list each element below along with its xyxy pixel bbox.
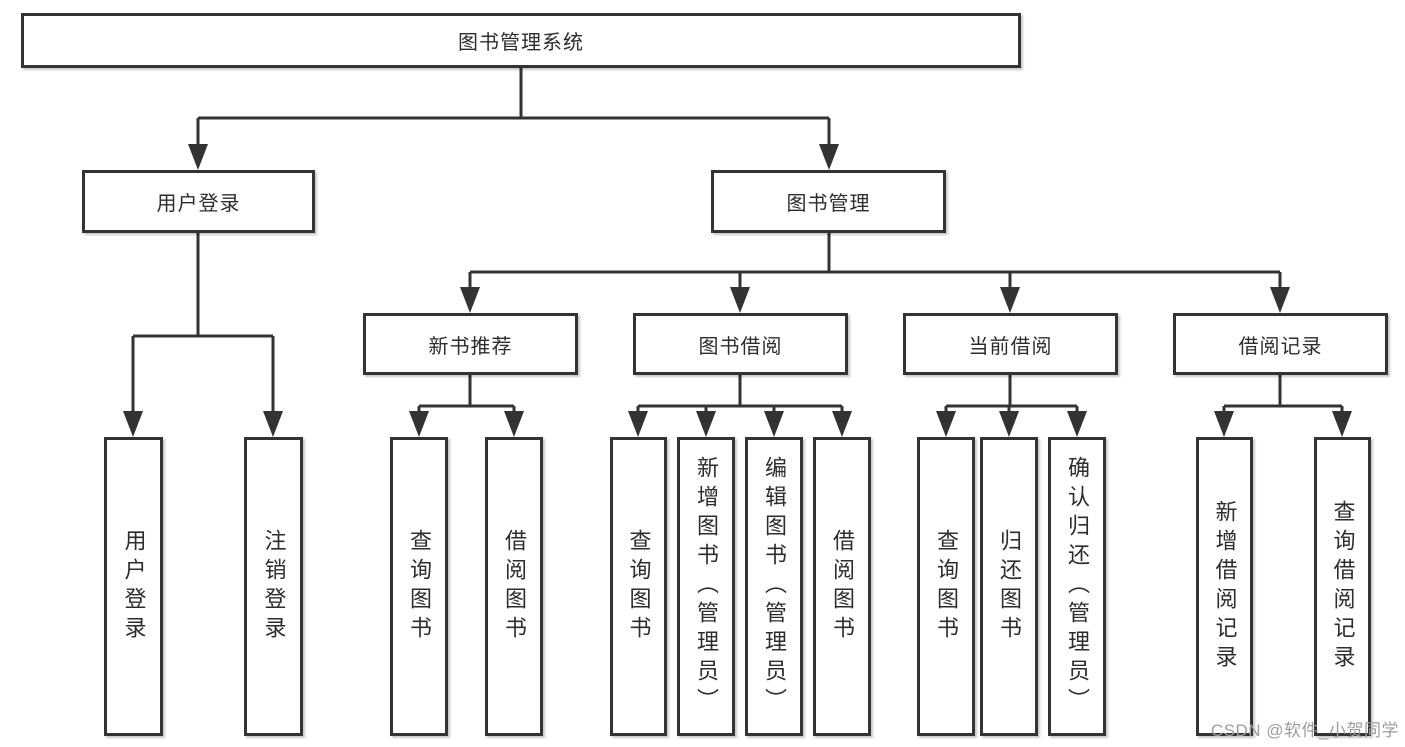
node-label: 图书借阅 <box>698 335 783 358</box>
node-current-borrowing: 当前借阅 <box>903 313 1118 375</box>
node-label: 借阅图书 <box>502 528 527 645</box>
node-label: 确认归还（管理员） <box>1065 456 1090 717</box>
node-label: 用户登录 <box>156 193 241 215</box>
arrow-icon <box>1067 411 1087 437</box>
node-label: 查询图书 <box>407 528 432 645</box>
leaf-borrow-books: 借阅图书 <box>813 437 871 736</box>
leaf-logout: 注销登录 <box>244 437 303 736</box>
arrow-icon <box>999 411 1019 437</box>
leaf-query-books-recommend: 查询图书 <box>390 437 448 736</box>
node-label: 查询图书 <box>934 528 959 645</box>
node-label: 新增图书（管理员） <box>694 456 719 717</box>
arrow-icon <box>123 411 143 437</box>
node-label: 用户登录 <box>121 528 147 645</box>
node-label: 归还图书 <box>997 528 1022 645</box>
leaf-edit-books-admin: 编辑图书（管理员） <box>745 437 803 736</box>
arrow-icon <box>188 144 208 170</box>
arrow-icon <box>1270 287 1290 313</box>
arrow-icon <box>819 144 839 170</box>
arrow-icon <box>263 411 283 437</box>
node-label: 新增借阅记录 <box>1212 499 1238 674</box>
arrow-icon <box>832 411 852 437</box>
arrow-icon <box>460 287 480 313</box>
node-book-management: 图书管理 <box>711 170 946 233</box>
leaf-query-borrow-record: 查询借阅记录 <box>1314 437 1371 736</box>
arrowheads <box>123 144 1352 437</box>
arrow-icon <box>730 287 750 313</box>
leaf-add-books-admin: 新增图书（管理员） <box>677 437 735 736</box>
node-label: 图书管理 <box>786 193 871 215</box>
arrow-icon <box>1000 287 1020 313</box>
arrow-icon <box>764 411 784 437</box>
leaf-return-books: 归还图书 <box>980 437 1038 736</box>
node-label: 图书管理系统 <box>458 32 584 54</box>
leaf-user-login: 用户登录 <box>104 437 163 736</box>
node-label: 查询图书 <box>626 528 652 645</box>
arrow-icon <box>628 411 648 437</box>
node-label: 借阅记录 <box>1238 335 1323 358</box>
arrow-icon <box>504 411 524 437</box>
node-user-login: 用户登录 <box>82 170 315 233</box>
arrow-icon <box>1332 411 1352 437</box>
leaf-confirm-return-admin: 确认归还（管理员） <box>1048 437 1106 736</box>
node-label: 新书推荐 <box>428 335 513 358</box>
arrow-icon <box>936 411 956 437</box>
node-label: 借阅图书 <box>830 528 855 645</box>
leaf-borrow-books-recommend: 借阅图书 <box>485 437 543 736</box>
node-label: 查询借阅记录 <box>1330 499 1356 674</box>
node-label: 编辑图书（管理员） <box>762 456 787 717</box>
node-root-system: 图书管理系统 <box>21 13 1021 68</box>
csdn-watermark: CSDN @软件_小贺同学 <box>1210 721 1399 740</box>
arrow-icon <box>409 411 429 437</box>
node-label: 注销登录 <box>261 528 287 645</box>
node-book-borrowing: 图书借阅 <box>633 313 848 375</box>
arrow-icon <box>696 411 716 437</box>
node-label: 当前借阅 <box>968 335 1053 358</box>
node-borrowing-records: 借阅记录 <box>1173 313 1388 375</box>
leaf-add-borrow-record: 新增借阅记录 <box>1196 437 1253 736</box>
leaf-query-books-borrowing: 查询图书 <box>610 437 667 736</box>
arrow-icon <box>1214 411 1234 437</box>
leaf-query-books-current: 查询图书 <box>917 437 975 736</box>
node-new-book-recommend: 新书推荐 <box>363 313 578 375</box>
